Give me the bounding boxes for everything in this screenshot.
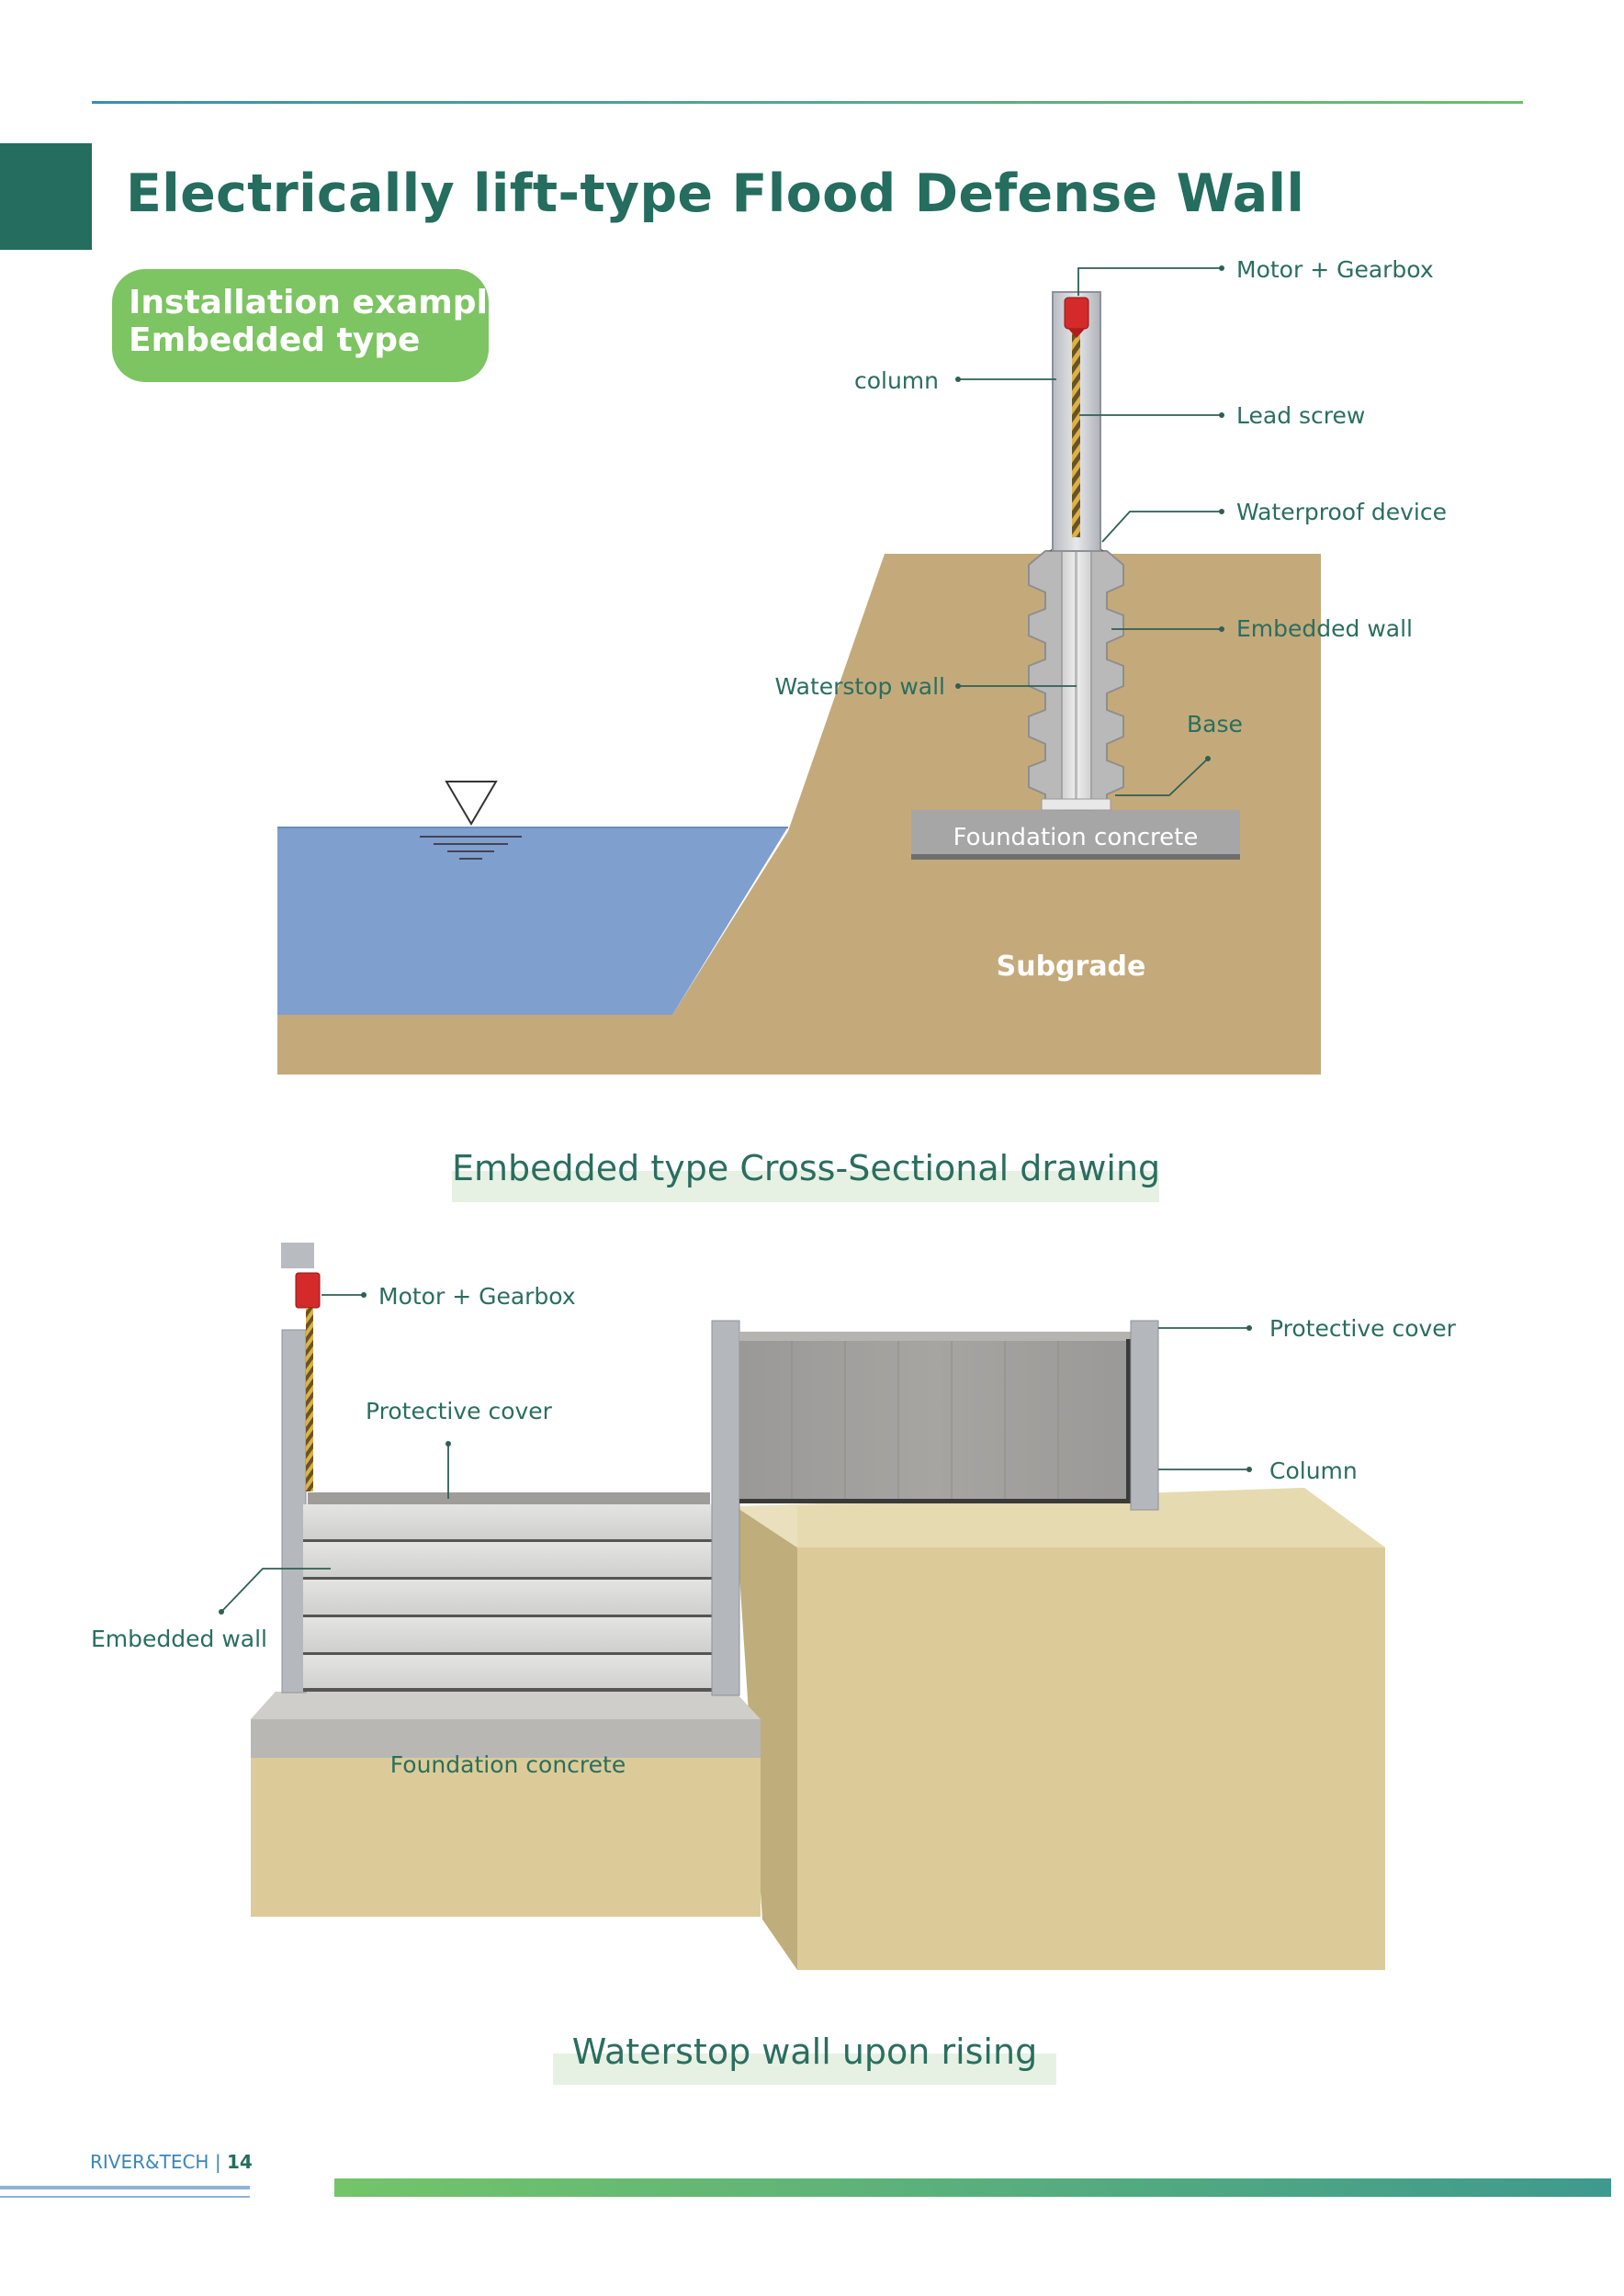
header-rule	[92, 101, 1523, 104]
footer-separator: |	[214, 2151, 221, 2173]
label-motor-gearbox-3d: Motor + Gearbox	[378, 1283, 576, 1310]
left-motor-gearbox	[295, 1272, 321, 1309]
water-level-symbol	[445, 781, 498, 826]
middle-column	[711, 1320, 740, 1696]
label-column: column	[854, 367, 939, 394]
rising-view-caption: Waterstop wall upon rising	[571, 2032, 1038, 2072]
label-base: Base	[1187, 711, 1243, 737]
caption-highlight	[452, 1171, 1159, 1202]
label-embedded-wall: Embedded wall	[1236, 615, 1413, 642]
stacked-wall-panels	[303, 1492, 712, 1692]
badge-line-2: Embedded type	[129, 321, 421, 359]
footer-page-number: 14	[226, 2151, 253, 2173]
label-subgrade: Subgrade	[997, 951, 1146, 983]
footer-rule	[0, 2196, 250, 2198]
label-column-3d: Column	[1269, 1458, 1358, 1484]
lead-screw	[1072, 326, 1080, 537]
badge-line-1: Installation example	[129, 284, 511, 321]
foundation-concrete	[911, 810, 1240, 858]
installation-badge: Installation example Embedded type	[112, 269, 511, 382]
river-water	[277, 827, 788, 1015]
cross-section-caption: Embedded type Cross-Sectional drawing	[452, 1148, 1161, 1188]
right-column	[1130, 1320, 1159, 1511]
label-waterproof-device: Waterproof device	[1236, 499, 1447, 525]
base-plate	[1041, 798, 1111, 811]
label-lead-screw: Lead screw	[1236, 402, 1365, 429]
label-waterstop-wall: Waterstop wall	[775, 673, 946, 700]
label-foundation-concrete: Foundation concrete	[953, 824, 1199, 851]
left-column	[281, 1329, 307, 1694]
label-motor-gearbox: Motor + Gearbox	[1236, 256, 1434, 283]
caption-highlight	[553, 2054, 1056, 2085]
cross-section-diagram: Motor + Gearbox column Lead screw Waterp…	[277, 256, 1447, 1075]
footer-rule	[0, 2186, 250, 2189]
right-sand-side	[735, 1506, 797, 1970]
footer-brand: RIVER&TECH | 14	[90, 2151, 253, 2173]
section-tab-marker	[0, 143, 92, 250]
left-sand-block	[251, 1756, 761, 1917]
label-protective-cover-right: Protective cover	[1269, 1315, 1457, 1342]
footer-gradient-bar	[334, 2178, 1611, 2197]
left-column-cap	[281, 1243, 314, 1268]
label-foundation-concrete-3d: Foundation concrete	[390, 1751, 626, 1778]
raised-waterstop-wall	[739, 1339, 1131, 1501]
label-embedded-wall-3d: Embedded wall	[91, 1626, 267, 1652]
page-title: Electrically lift-type Flood Defense Wal…	[126, 163, 1305, 224]
footer-brand-name: RIVER&TECH	[90, 2151, 209, 2173]
right-sand-front	[797, 1548, 1385, 1970]
left-lead-screw	[306, 1308, 313, 1491]
label-protective-cover-left: Protective cover	[366, 1398, 553, 1424]
